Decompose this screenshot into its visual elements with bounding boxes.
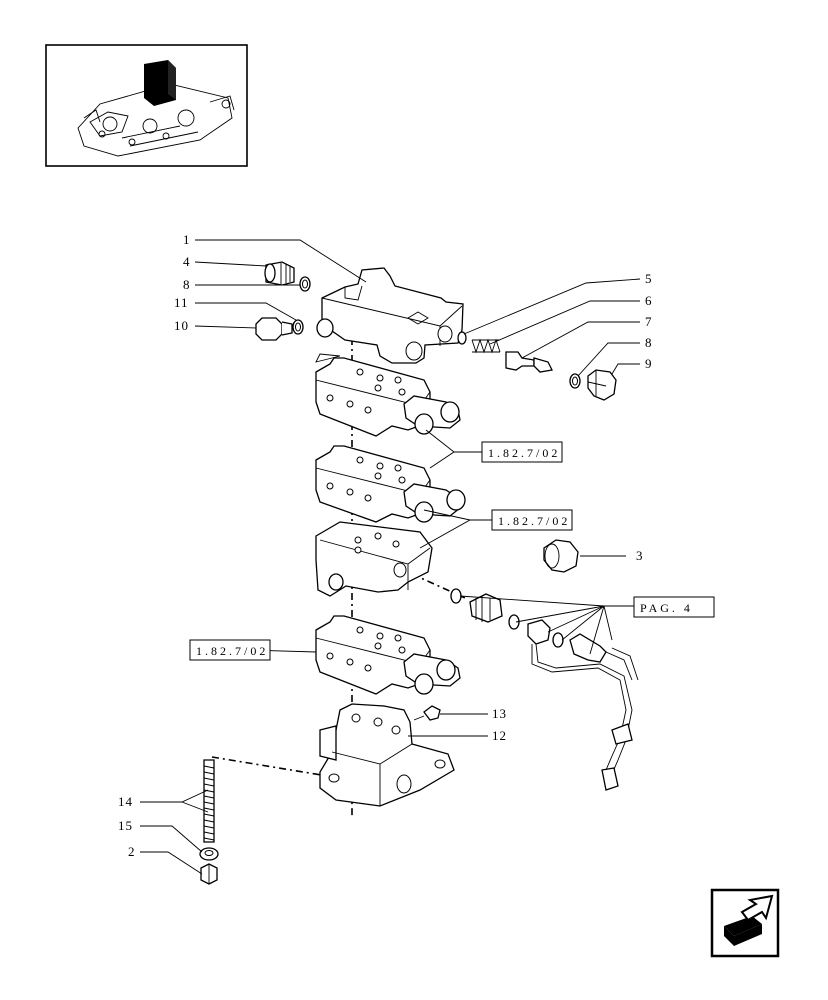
reference-box-b[interactable]: 1.82.7/02 xyxy=(491,509,573,531)
callout-8-upper: 8 xyxy=(183,277,191,292)
valve-section-4 xyxy=(315,615,461,695)
valve-section-3 xyxy=(315,521,433,597)
seal-part-5 xyxy=(457,331,467,345)
washer-part-8-upper xyxy=(299,276,311,292)
poppet-part-7 xyxy=(505,351,553,373)
next-page-arrow-icon xyxy=(724,894,774,946)
callout-3: 3 xyxy=(636,548,644,563)
top-cover-part xyxy=(321,267,464,364)
bore-seal xyxy=(316,318,334,338)
reference-text: 1.82.7/02 xyxy=(488,446,560,460)
callout-12: 12 xyxy=(492,728,507,743)
locator-thumbnail xyxy=(45,44,248,167)
reference-box-c[interactable]: PAG. 4 xyxy=(633,596,715,618)
callout-8-lower: 8 xyxy=(645,335,653,350)
washer-part-15 xyxy=(199,847,219,861)
reference-text: 1.82.7/02 xyxy=(196,644,268,658)
highlighted-valve-block-icon xyxy=(144,60,176,106)
next-page-button[interactable] xyxy=(710,888,780,958)
base-housing-part-12 xyxy=(319,703,455,807)
callout-13: 13 xyxy=(492,706,507,721)
stud-part-14 xyxy=(203,759,215,843)
callout-11: 11 xyxy=(174,295,189,310)
callout-2: 2 xyxy=(128,844,136,859)
tractor-lift-thumbnail-icon xyxy=(77,83,235,157)
callout-5: 5 xyxy=(645,271,653,286)
callout-6: 6 xyxy=(645,293,653,308)
callout-1: 1 xyxy=(183,232,191,247)
callout-10: 10 xyxy=(174,318,189,333)
callout-4: 4 xyxy=(183,254,191,269)
cap-part-3 xyxy=(543,539,579,573)
plug-part-4 xyxy=(264,261,295,286)
reference-box-d[interactable]: 1.82.7/02 xyxy=(189,639,271,661)
callout-labels: 1 4 8 11 10 5 6 7 8 9 3 13 12 14 15 2 xyxy=(118,232,653,859)
plug-part-10 xyxy=(255,317,293,341)
callout-9: 9 xyxy=(645,356,653,371)
callout-7: 7 xyxy=(645,314,653,329)
valve-section-1 xyxy=(315,353,461,437)
callout-14: 14 xyxy=(118,794,133,809)
reference-box-a[interactable]: 1.82.7/02 xyxy=(481,441,563,463)
screw-part-13 xyxy=(413,705,441,721)
washer-part-11 xyxy=(292,319,304,335)
reference-text: 1.82.7/02 xyxy=(498,514,570,528)
plug-part-9 xyxy=(587,369,617,401)
nut-part-2 xyxy=(200,863,218,885)
leader-lines xyxy=(140,239,641,875)
washer-part-8-lower xyxy=(569,373,581,389)
pipe-assembly xyxy=(450,588,639,791)
reference-text: PAG. 4 xyxy=(640,601,693,615)
callout-15: 15 xyxy=(118,818,133,833)
valve-section-2 xyxy=(315,445,466,523)
